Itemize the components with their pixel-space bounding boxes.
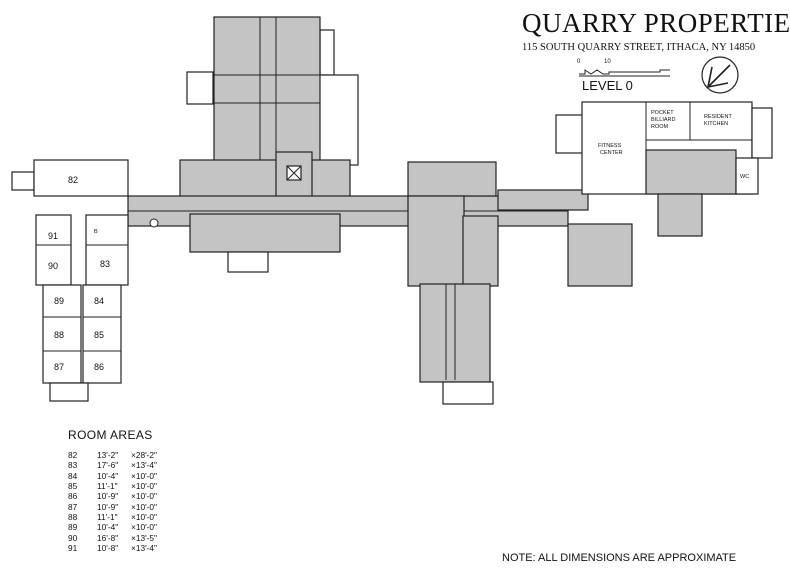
north-arrow-icon	[701, 56, 739, 94]
room-area-row: 89 10'-4" ×10'-0"	[68, 522, 157, 532]
resident-kitchen-label-line1: RESIDENT	[704, 114, 732, 120]
room-length: ×13'-4"	[131, 460, 157, 471]
east-wing	[555, 101, 773, 287]
south-wing	[407, 161, 499, 405]
room-area-row: 84 10'-4" ×10'-0"	[68, 471, 157, 481]
room-number: 88	[68, 512, 78, 523]
room-width: 16'-8"	[97, 532, 119, 543]
room-width: 17'-6"	[97, 460, 119, 471]
wc-label: WC	[740, 174, 749, 180]
room-length: ×28'-2"	[131, 450, 157, 460]
property-title: QUARRY PROPERTIES	[522, 8, 790, 38]
room-87-label: 87	[54, 362, 64, 372]
dimensions-note: NOTE: ALL DIMENSIONS ARE APPROXIMATE	[502, 552, 737, 564]
room-length: ×10'-0"	[131, 501, 157, 512]
property-address: 115 SOUTH QUARRY STREET, ITHACA, NY 1485…	[522, 42, 756, 53]
room-length: ×13'-5"	[131, 532, 157, 543]
room-area-row: 87 10'-9" ×10'-0"	[68, 502, 157, 512]
scale-bar	[579, 69, 670, 77]
room-88-label: 88	[54, 330, 64, 340]
room-width: 13'-2"	[97, 450, 119, 460]
room-width: 10'-9"	[97, 491, 119, 502]
west-wing	[11, 159, 129, 402]
room-number: 83	[68, 460, 78, 471]
room-length: ×10'-0"	[131, 481, 157, 492]
room-number: 89	[68, 522, 78, 533]
room-area-row: 86 10'-9" ×10'-0"	[68, 491, 157, 501]
room-number: 85	[68, 481, 78, 492]
fitness-center-label-line2: CENTER	[600, 150, 623, 156]
room-82-label: 82	[68, 175, 78, 185]
room-areas-title: ROOM AREAS	[68, 428, 153, 442]
room-number: 84	[68, 470, 78, 481]
room-91-label: 91	[48, 231, 58, 241]
room-areas-list: 82 13'-2" ×28'-2" 83 17'-6" ×13'-4" 84 10'-4"…	[68, 450, 157, 553]
room-area-row: 83 17'-6" ×13'-4"	[68, 460, 157, 470]
scale-end-label: 10	[604, 59, 611, 65]
resident-kitchen-label-line2: KITCHEN	[704, 121, 728, 127]
room-number: 86	[68, 491, 78, 502]
room-85-label: 85	[94, 330, 104, 340]
room-83-label: 83	[100, 259, 110, 269]
billiard-room-label-line3: ROOM	[651, 124, 669, 130]
room-length: ×10'-0"	[131, 491, 157, 502]
room-number: 87	[68, 501, 78, 512]
room-area-row: 88 11'-1" ×10'-0"	[68, 512, 157, 522]
room-90-label: 90	[48, 261, 58, 271]
room-length: ×10'-0"	[131, 470, 157, 481]
room-number: 91	[68, 543, 78, 554]
billiard-room-label-line1: POCKET	[651, 110, 674, 116]
room-area-row: 82 13'-2" ×28'-2"	[68, 450, 157, 460]
room-84-label: 84	[94, 296, 104, 306]
room-number: 90	[68, 532, 78, 543]
room-width: 11'-1"	[97, 481, 118, 492]
room-width: 10'-4"	[97, 470, 119, 481]
room-length: ×10'-0"	[131, 522, 157, 533]
room-length: ×13'-4"	[131, 543, 157, 554]
fitness-center-label-line1: FITNESS	[598, 143, 622, 149]
level-label: LEVEL 0	[582, 78, 633, 93]
room-width: 10'-4"	[97, 522, 119, 533]
room-86-label: 86	[94, 362, 104, 372]
room-area-row: 91 10'-8" ×13'-4"	[68, 543, 157, 553]
room-length: ×10'-0"	[131, 512, 157, 523]
room-area-row: 85 11'-1" ×10'-0"	[68, 481, 157, 491]
room-width: 10'-8"	[97, 543, 119, 554]
main-corridor	[127, 189, 589, 273]
bath-label: B	[94, 229, 98, 235]
north-wing	[179, 16, 359, 199]
room-89-label: 89	[54, 296, 64, 306]
room-width: 11'-1"	[97, 512, 118, 523]
room-number: 82	[68, 450, 78, 460]
room-width: 10'-9"	[97, 501, 119, 512]
scale-start-label: 0	[577, 59, 581, 65]
billiard-room-label-line2: BILLIARD	[651, 117, 675, 123]
room-area-row: 90 16'-8" ×13'-5"	[68, 533, 157, 543]
